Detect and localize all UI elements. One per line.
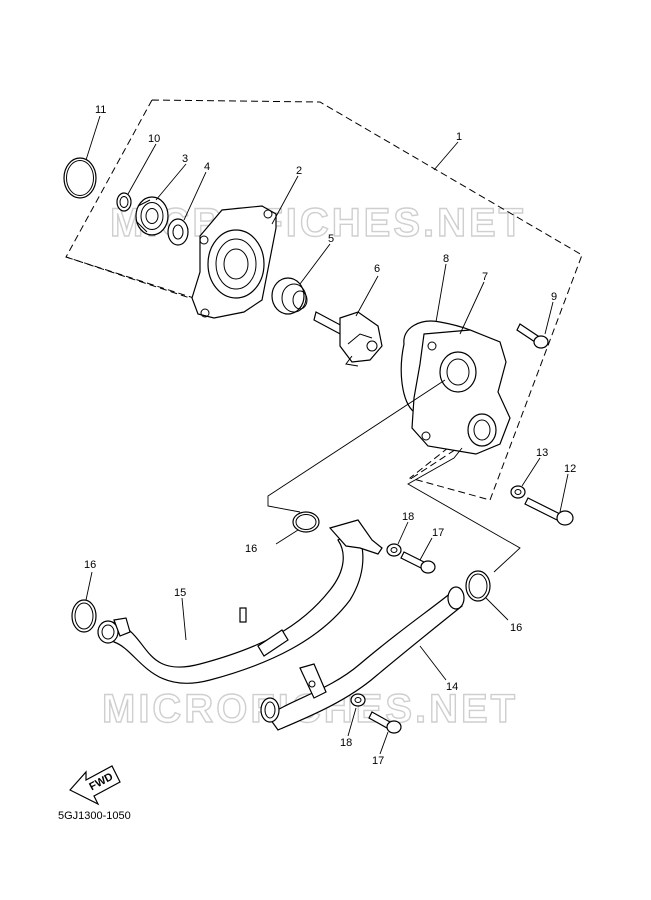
callout-10: 10 (148, 133, 160, 145)
callout-14: 14 (446, 681, 458, 693)
callout-5: 5 (328, 233, 334, 245)
bolt-17-lower (368, 711, 402, 734)
circlip-10 (116, 192, 132, 212)
callout-2: 2 (296, 165, 302, 177)
callout-17-lower: 17 (372, 755, 384, 767)
washer-18-lower (350, 693, 366, 707)
callout-9: 9 (551, 291, 557, 303)
impeller-shaft-6 (313, 311, 383, 367)
callout-4: 4 (204, 161, 210, 173)
bearing-3 (135, 196, 169, 236)
assembly-outline (65, 99, 583, 501)
callout-3: 3 (182, 153, 188, 165)
washer-13 (510, 485, 526, 499)
callout-18-lower: 18 (340, 737, 352, 749)
diagram-code: 5GJ1300-1050 (58, 810, 131, 822)
oil-seal-4 (167, 218, 189, 246)
o-ring-16-upper (292, 511, 320, 533)
callout-16-right: 16 (510, 622, 522, 634)
pump-cover-7 (411, 329, 511, 455)
callout-12: 12 (564, 463, 576, 475)
callout-8: 8 (443, 253, 449, 265)
callout-15: 15 (174, 587, 186, 599)
bolt-9 (516, 323, 549, 349)
callout-13: 13 (536, 447, 548, 459)
o-ring-11 (63, 157, 97, 199)
callout-1: 1 (456, 131, 462, 143)
pump-housing-2 (191, 205, 277, 319)
water-pipe-15 (97, 519, 383, 684)
callout-16-left: 16 (84, 559, 96, 571)
o-ring-16-left (71, 599, 97, 633)
callout-18-upper: 18 (402, 511, 414, 523)
fwd-arrow-icon: FWD (69, 765, 121, 806)
o-ring-16-right (465, 570, 491, 602)
callout-16-upper: 16 (245, 543, 257, 555)
leader-lines (85, 115, 569, 755)
washer-18-upper (386, 543, 402, 557)
callout-7: 7 (482, 271, 488, 283)
mechanical-seal-5 (271, 277, 308, 315)
bolt-12 (524, 497, 574, 526)
water-pipe-14 (260, 586, 465, 731)
bolt-17-upper (400, 551, 436, 574)
callout-11: 11 (95, 104, 106, 116)
callout-17-upper: 17 (432, 527, 444, 539)
callout-6: 6 (374, 263, 380, 275)
